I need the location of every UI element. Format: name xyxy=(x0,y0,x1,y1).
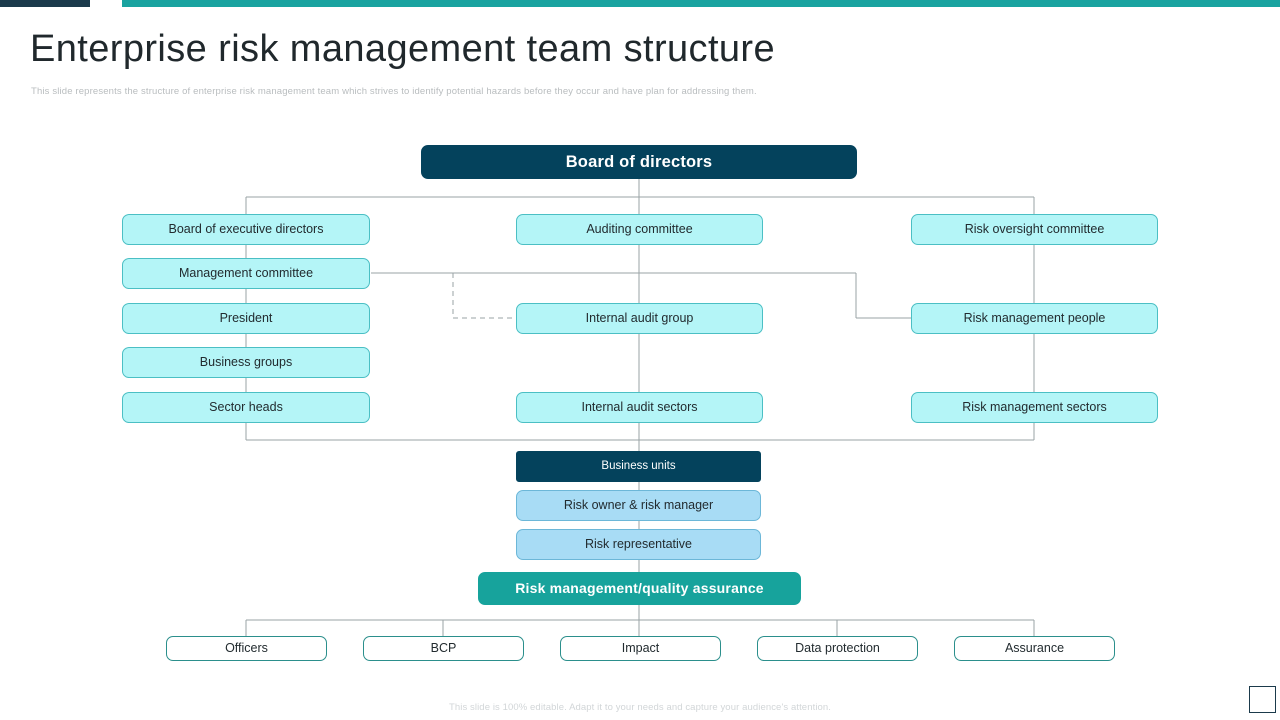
node-risk-representative[interactable]: Risk representative xyxy=(516,529,761,560)
node-internal-audit-sectors[interactable]: Internal audit sectors xyxy=(516,392,763,423)
node-bcp[interactable]: BCP xyxy=(363,636,524,661)
node-board-of-executive-directors[interactable]: Board of executive directors xyxy=(122,214,370,245)
node-assurance[interactable]: Assurance xyxy=(954,636,1115,661)
top-accent-bar-dark xyxy=(0,0,90,7)
node-risk-management-sectors[interactable]: Risk management sectors xyxy=(911,392,1158,423)
node-risk-owner-and-risk-manager[interactable]: Risk owner & risk manager xyxy=(516,490,761,521)
node-board-of-directors[interactable]: Board of directors xyxy=(421,145,857,179)
node-management-committee[interactable]: Management committee xyxy=(122,258,370,289)
node-internal-audit-group[interactable]: Internal audit group xyxy=(516,303,763,334)
node-auditing-committee[interactable]: Auditing committee xyxy=(516,214,763,245)
node-business-units[interactable]: Business units xyxy=(516,451,761,482)
node-impact[interactable]: Impact xyxy=(560,636,721,661)
node-president[interactable]: President xyxy=(122,303,370,334)
node-risk-management-quality-assurance[interactable]: Risk management/quality assurance xyxy=(478,572,801,605)
node-sector-heads[interactable]: Sector heads xyxy=(122,392,370,423)
corner-square-marker xyxy=(1249,686,1276,713)
node-risk-oversight-committee[interactable]: Risk oversight committee xyxy=(911,214,1158,245)
node-business-groups[interactable]: Business groups xyxy=(122,347,370,378)
node-risk-management-people[interactable]: Risk management people xyxy=(911,303,1158,334)
node-officers[interactable]: Officers xyxy=(166,636,327,661)
top-accent-bar-teal xyxy=(122,0,1280,7)
node-data-protection[interactable]: Data protection xyxy=(757,636,918,661)
footer-note: This slide is 100% editable. Adapt it to… xyxy=(448,702,832,713)
page-title: Enterprise risk management team structur… xyxy=(30,28,776,70)
page-subtitle: This slide represents the structure of e… xyxy=(31,86,757,97)
